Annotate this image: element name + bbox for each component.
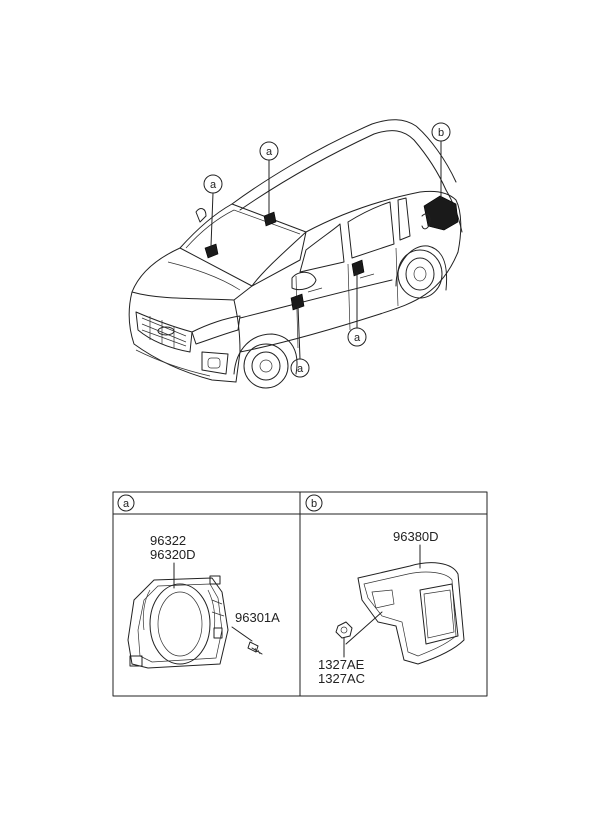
vehicle-drawing [128,119,463,389]
subwoofer-drawing [357,562,465,665]
callout-b: b [431,122,451,142]
part-number-96301A: 96301A [235,610,280,625]
svg-text:a: a [266,146,273,158]
leader-lines [210,140,442,360]
speaker-locations [204,195,459,311]
part-number-1327AC: 1327AC [318,671,365,686]
screw-drawing [247,641,263,655]
callout-a-2: a [259,141,279,161]
part-number-1327AE: 1327AE [318,657,365,672]
front-door-speaker [290,293,305,311]
panel-b-letter: b [311,498,317,510]
part-number-96320D: 96320D [150,547,196,562]
callout-a-3: a [290,358,310,378]
panel-b: b 96380D 1327AE 1327AC [305,494,465,686]
part-number-96380D: 96380D [393,529,439,544]
svg-text:a: a [354,332,361,344]
svg-text:b: b [438,127,444,139]
callout-a-4: a [347,327,367,347]
dash-speaker-left [204,243,219,259]
rear-door-speaker [351,259,365,277]
svg-text:a: a [297,363,304,375]
nut-drawing [335,621,353,639]
door-speaker-drawing [127,575,229,669]
panel-a: a 96322 96320D 96301A [117,494,280,669]
callout-a-1: a [203,174,223,194]
dash-speaker-right [263,211,277,227]
part-number-96322: 96322 [150,533,186,548]
rear-subwoofer [423,195,459,231]
panel-a-letter: a [123,498,130,510]
svg-text:a: a [210,179,217,191]
detail-table [112,491,488,697]
